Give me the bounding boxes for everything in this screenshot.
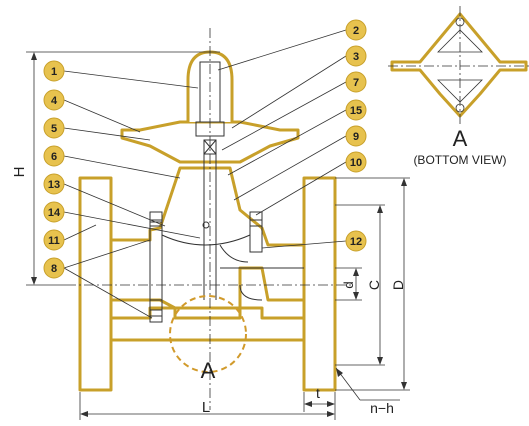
callouts: 1 4 5 6 13 14 11 8 2 3 7 15 9 10 12: [43, 19, 367, 279]
svg-text:11: 11: [48, 235, 60, 247]
callout-7: 7: [345, 71, 367, 93]
callout-9: 9: [345, 125, 367, 147]
svg-text:14: 14: [48, 207, 61, 219]
callout-5: 5: [43, 117, 65, 139]
dim-L: L: [202, 399, 210, 416]
callout-6: 6: [43, 145, 65, 167]
body-base: [109, 306, 306, 342]
dim-H: H: [11, 167, 28, 178]
dimension-labels: H L t D C d n−h: [11, 167, 406, 416]
dim-D: D: [390, 280, 406, 290]
diaphragm: [161, 234, 251, 246]
section-label: A: [201, 358, 216, 383]
callout-4: 4: [43, 89, 65, 111]
valve-body: [78, 50, 337, 392]
bottom-view-letter: A: [453, 126, 468, 151]
dim-t: t: [316, 385, 320, 401]
svg-text:15: 15: [350, 105, 362, 117]
callout-2: 2: [345, 19, 367, 41]
right-flange: [302, 176, 337, 392]
bottom-view: A (BOTTOM VIEW): [388, 6, 529, 167]
svg-text:10: 10: [350, 157, 362, 169]
svg-text:12: 12: [350, 236, 362, 248]
svg-text:3: 3: [353, 51, 359, 63]
left-flange: [78, 176, 113, 392]
dim-n-h: n−h: [370, 400, 394, 416]
callout-15: 15: [345, 99, 367, 121]
bottom-view-caption: (BOTTOM VIEW): [413, 153, 506, 167]
svg-text:1: 1: [51, 66, 57, 78]
callout-13: 13: [43, 173, 65, 195]
callout-3: 3: [345, 45, 367, 67]
svg-text:6: 6: [51, 151, 57, 163]
callout-8: 8: [43, 257, 65, 279]
callout-10: 10: [345, 151, 367, 173]
dim-C: C: [366, 280, 382, 290]
leader-lines: [63, 29, 347, 319]
svg-text:7: 7: [353, 77, 359, 89]
right-bolt: [249, 211, 263, 253]
svg-text:13: 13: [48, 179, 60, 191]
callout-12: 12: [345, 230, 367, 252]
bottom-view-outline: [390, 12, 528, 118]
svg-text:4: 4: [51, 95, 58, 107]
centerlines: [66, 28, 352, 410]
callout-14: 14: [43, 201, 65, 223]
svg-text:5: 5: [51, 123, 57, 135]
svg-text:8: 8: [51, 263, 57, 275]
svg-text:9: 9: [353, 131, 359, 143]
svg-text:2: 2: [353, 25, 359, 37]
arrowheads: [31, 52, 407, 417]
flow-channel: [220, 267, 304, 301]
callout-1: 1: [43, 60, 65, 82]
callout-11: 11: [43, 229, 65, 251]
bonnet: [109, 166, 306, 310]
dim-d: d: [341, 281, 356, 288]
section-circle: [169, 295, 247, 373]
